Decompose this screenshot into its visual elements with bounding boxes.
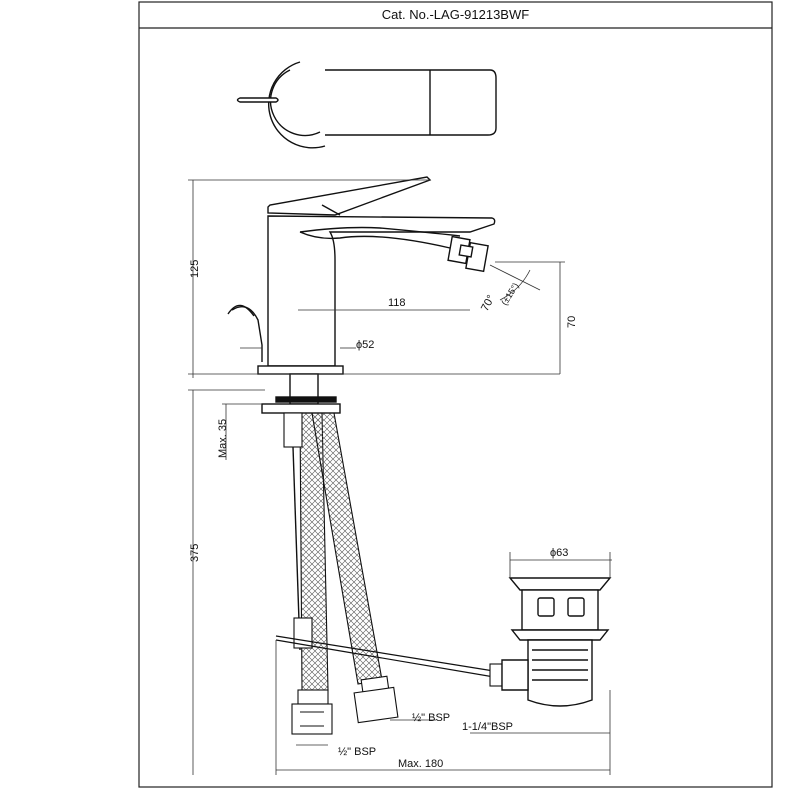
catalog-number: Cat. No.-LAG-91213BWF: [381, 7, 530, 22]
pop-up-waste: [501, 577, 612, 707]
dim-spout-angle-tolerance: (±15°): [499, 281, 520, 307]
dim-base-diameter: ϕ52: [356, 339, 374, 351]
top-view: [236, 61, 497, 149]
faucet-elevation: [227, 176, 496, 414]
dim-waste-diameter: ϕ63: [550, 547, 568, 559]
dim-hose-thread-2: ½" BSP: [412, 712, 450, 724]
dim-hose-length: 375: [189, 544, 201, 562]
dim-spout-angle: 70°: [479, 293, 497, 313]
dim-hose-thread-1: ½" BSP: [338, 746, 376, 758]
dim-overall-height: 125: [189, 260, 201, 278]
drawing-border: [138, 1, 773, 788]
dim-max-deck-thickness: Max. 35: [217, 419, 229, 458]
supply-hoses: [275, 412, 503, 735]
dim-max-width: Max. 180: [398, 758, 443, 770]
dimension-lines: [188, 179, 612, 775]
dim-spout-height: 70: [566, 316, 578, 328]
dim-waste-thread: 1-1/4"BSP: [462, 721, 513, 733]
dim-spout-reach: 118: [388, 297, 406, 309]
